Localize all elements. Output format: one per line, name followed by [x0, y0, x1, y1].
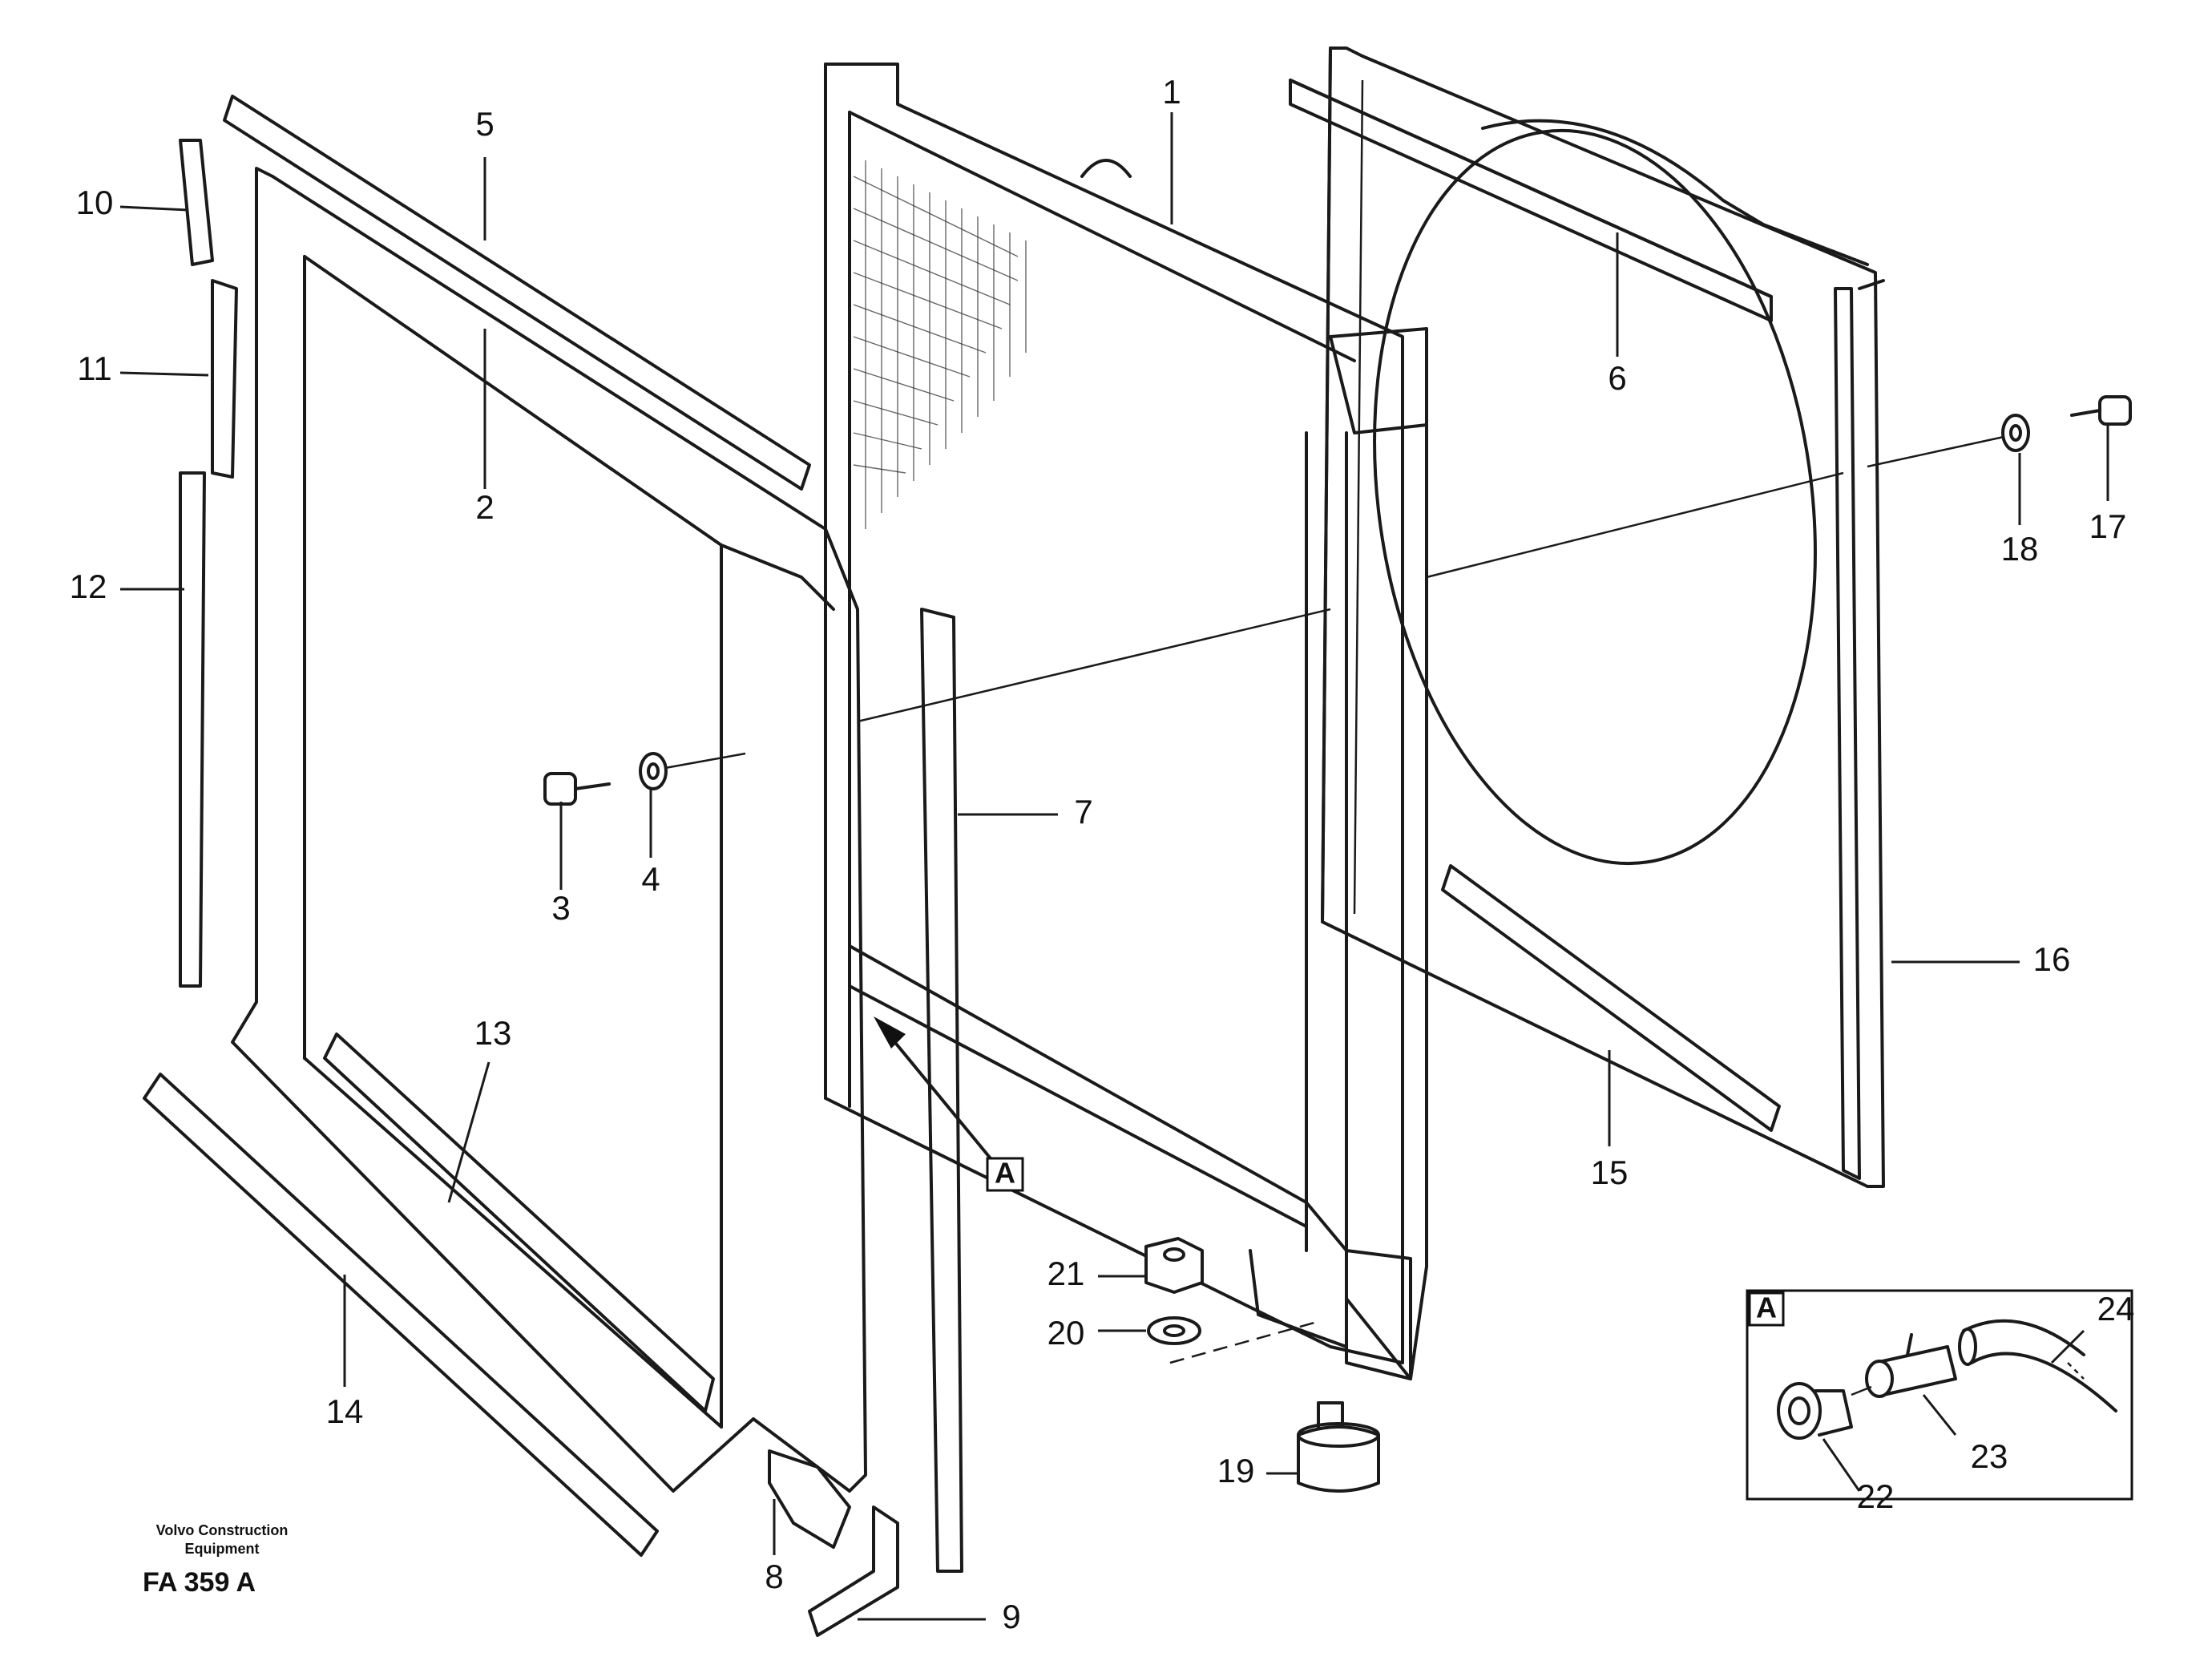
radiator	[824, 63, 1428, 1380]
callout-3: 3	[551, 889, 570, 927]
radiator-core-mesh	[853, 160, 1027, 529]
bolt-17	[2070, 395, 2132, 426]
callout-11: 11	[77, 350, 112, 387]
callout-18: 18	[2001, 530, 2039, 568]
nut-21	[1144, 1237, 1204, 1294]
fan-shroud	[1289, 46, 1885, 1188]
corner-piece-9	[808, 1505, 899, 1637]
side-seal-middle	[211, 279, 238, 479]
callout-12: 12	[70, 568, 107, 605]
callout-15: 15	[1591, 1154, 1629, 1191]
callout-23: 23	[1971, 1437, 2008, 1475]
callout-1: 1	[1162, 73, 1181, 111]
alignment-lines	[664, 435, 2004, 1364]
callout-6: 6	[1608, 359, 1626, 397]
bottom-seal-shroud	[1441, 864, 1781, 1132]
callout-16: 16	[2033, 940, 2071, 978]
washer-4	[639, 752, 668, 790]
front-frame	[231, 167, 867, 1493]
callout-5: 5	[475, 105, 494, 143]
side-seal-strip-right	[920, 608, 963, 1573]
callout-10: 10	[76, 184, 114, 221]
callout-21: 21	[1047, 1255, 1085, 1292]
callout-24: 24	[2097, 1290, 2135, 1328]
bottom-inner-seal	[323, 1033, 715, 1412]
callout-17: 17	[2089, 507, 2127, 545]
callout-14: 14	[326, 1392, 364, 1430]
bolt-3	[543, 772, 611, 806]
detail-box-a: A	[1746, 1289, 2133, 1501]
detail-arrow	[874, 1016, 995, 1164]
callout-2: 2	[475, 488, 494, 526]
callout-22: 22	[1857, 1477, 1895, 1515]
drain-fitting-22	[1777, 1382, 1853, 1440]
bottom-outer-seal	[143, 1073, 659, 1557]
top-seal-shroud	[1289, 79, 1773, 298]
washer-18	[2001, 414, 2030, 452]
callout-7: 7	[1074, 793, 1092, 830]
detail-a-tag-text: A	[995, 1157, 1015, 1190]
washer-20	[1147, 1316, 1201, 1345]
detail-box-a-tag-text: A	[1756, 1291, 1777, 1324]
callout-9: 9	[1002, 1598, 1020, 1635]
callout-8: 8	[765, 1558, 783, 1595]
footer: Volvo Construction Equipment FA 359 A	[143, 1522, 288, 1598]
callout-20: 20	[1047, 1314, 1085, 1352]
callout-labels: 1 2 3 4 5 6 7 8 9 10 11 12 13 14 15 16 1…	[70, 73, 2135, 1635]
callout-19: 19	[1217, 1452, 1255, 1489]
callout-4: 4	[641, 860, 660, 898]
side-seal-upper	[179, 139, 214, 266]
side-seal-lower	[179, 471, 206, 988]
detail-a-tag: A	[986, 1157, 1024, 1192]
figure-reference: FA 359 A	[143, 1567, 256, 1598]
corner-piece-8	[768, 1449, 851, 1549]
maker-line-2: Equipment	[185, 1541, 260, 1557]
drain-valve-23	[1851, 1333, 1957, 1398]
callout-13: 13	[474, 1014, 512, 1052]
callout-leaders	[119, 112, 2109, 1621]
rubber-mount-19	[1297, 1401, 1380, 1493]
maker-line-1: Volvo Construction	[156, 1522, 289, 1538]
top-seal-strip	[223, 95, 811, 491]
drain-hose-24	[1958, 1319, 2117, 1412]
